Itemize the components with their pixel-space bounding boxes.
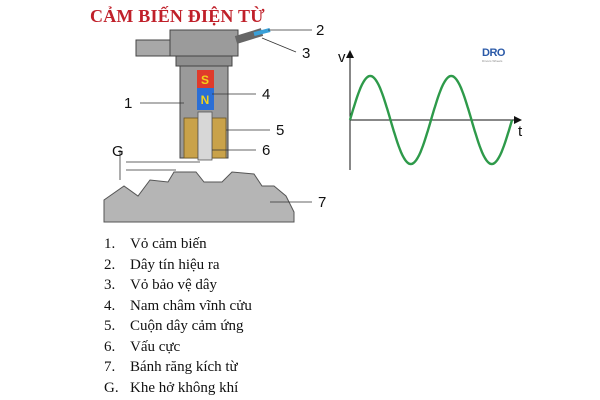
diagram-title: CẢM BIẾN ĐIỆN TỪ [90, 6, 265, 26]
legend-key: 7. [104, 359, 116, 375]
logo-text: D [482, 47, 490, 59]
legend-label: Khe hở không khí [130, 379, 239, 396]
legend-key: 4. [104, 297, 116, 314]
induction-coil [183, 111, 227, 161]
logo-tagline: Drivers Wheels [482, 59, 503, 63]
magnet-north-label: N [201, 93, 210, 107]
callout-4: 4 [262, 86, 270, 103]
legend-key: 2. [104, 256, 116, 273]
legend-item: 4. Nam châm vĩnh cửu [104, 296, 252, 317]
callout-2: 2 [316, 22, 324, 39]
x-axis-label: t [518, 123, 523, 140]
legend-item: 6. Vấu cực [104, 337, 252, 358]
legend-label: Dây tín hiệu ra [130, 256, 220, 273]
y-axis-label: v [338, 49, 346, 66]
legend-list: 1. Vỏ cảm biến 2. Dây tín hiệu ra 3. Vỏ bảo… [104, 234, 252, 398]
air-gap-marker: G [112, 143, 200, 180]
legend-label: Vỏ bảo vệ dây [130, 277, 218, 293]
legend-label: Vấu cực [130, 338, 181, 355]
callout-3: 3 [302, 45, 310, 62]
callout-5: 5 [276, 122, 284, 139]
legend-key: 3. [104, 277, 116, 293]
pole-piece [197, 111, 213, 161]
legend-item: G. Khe hở không khí [104, 378, 252, 399]
callout-g: G [112, 143, 124, 160]
sensor-diagram: S N G 1 2 3 4 5 6 7 v t [103, 22, 523, 223]
legend-item: 3. Vỏ bảo vệ dây [104, 275, 252, 296]
legend-label: Vỏ cảm biến [130, 236, 207, 252]
legend-key: 1. [104, 236, 116, 252]
legend-label: Cuộn dây cảm ứng [130, 318, 244, 334]
callouts: 1 2 3 4 5 6 7 [124, 22, 326, 211]
magnet-south-label: S [201, 73, 209, 87]
callout-6: 6 [262, 142, 270, 159]
sine-wave [348, 74, 514, 166]
legend-item: 5. Cuộn dây cảm ứng [104, 316, 252, 337]
legend-key: G. [104, 379, 119, 396]
legend-item: 7. Bánh răng kích từ [104, 357, 252, 378]
legend-item: 2. Dây tín hiệu ra [104, 255, 252, 276]
legend-label: Nam châm vĩnh cửu [130, 297, 252, 314]
legend-key: 5. [104, 318, 116, 334]
trigger-gear [103, 171, 295, 223]
signal-graph: v t [338, 49, 523, 170]
callout-7: 7 [318, 194, 326, 211]
callout-1: 1 [124, 95, 132, 112]
watermark-logo: DRO Drivers Wheels [482, 47, 522, 69]
logo-text-accent: RO [489, 47, 505, 59]
permanent-magnet: S N [197, 70, 214, 110]
legend-key: 6. [104, 338, 116, 355]
legend-label: Bánh răng kích từ [130, 359, 238, 375]
legend-item: 1. Vỏ cảm biến [104, 234, 252, 255]
